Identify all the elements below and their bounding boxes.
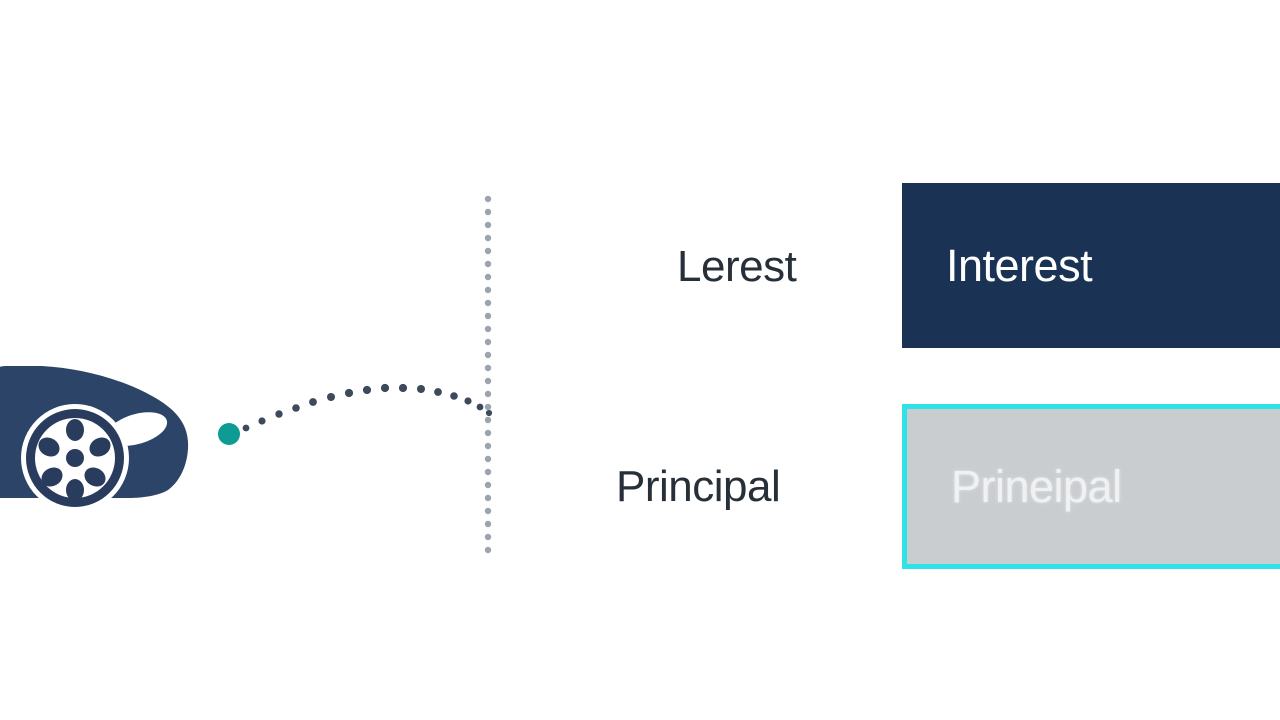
- bar-principal[interactable]: Prineipal: [902, 404, 1280, 569]
- car-illustration: [0, 360, 197, 525]
- teal-dot-icon: [218, 423, 240, 445]
- bar-principal-label: Prineipal: [951, 461, 1122, 512]
- legend-label-principal: Principal: [616, 462, 781, 511]
- bar-interest-label: Interest: [946, 240, 1093, 291]
- dotted-arc-icon: [218, 383, 493, 445]
- trajectory-group: [215, 358, 505, 453]
- trajectory-dots: [242, 383, 493, 432]
- car-hub-icon: [66, 449, 84, 467]
- vertical-dotted-divider: [483, 195, 493, 560]
- legend-label-interest: Lerest: [677, 242, 797, 291]
- vertical-dotted-line-icon: [484, 195, 492, 554]
- bar-interest[interactable]: Interest: [902, 183, 1280, 348]
- car-side-icon: [0, 366, 189, 512]
- car-spokes-icon: [38, 419, 111, 501]
